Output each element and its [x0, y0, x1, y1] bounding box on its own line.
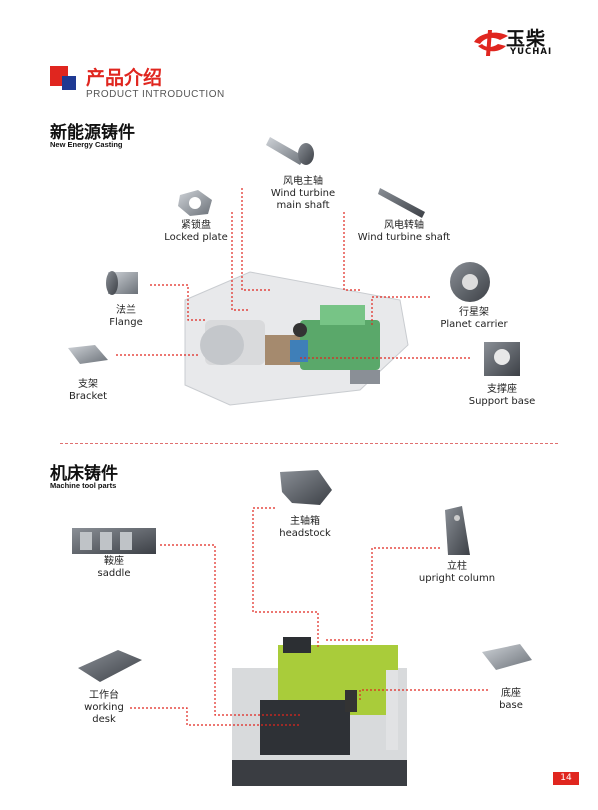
label-locked-plate: 紧锁盘 Locked plate: [156, 220, 236, 244]
label-en: saddle: [97, 568, 131, 579]
energy-section-title-cn: 新能源铸件: [50, 123, 135, 143]
label-en: Wind turbine shaft: [357, 232, 451, 243]
machine-connector-lines: [130, 507, 488, 726]
yuchai-emblem-icon: [474, 30, 508, 56]
label-headstock: 主轴箱 headstock: [270, 516, 340, 540]
machining-center-image: [232, 637, 407, 786]
bracket-image: [68, 345, 108, 364]
label-en: Locked plate: [164, 232, 228, 243]
label-cn: 支架: [78, 379, 98, 390]
support-base-image: [484, 342, 520, 376]
yuchai-logo: 玉柴 YUCHAI: [470, 22, 580, 62]
planet-carrier-image: [450, 262, 490, 302]
upright-column-image: [445, 506, 470, 555]
working-desk-image: [78, 650, 142, 682]
wind-turbine-nacelle-image: [184, 271, 409, 406]
brand-name-cn: 玉柴: [506, 28, 547, 50]
label-cn: 行星架: [459, 307, 489, 318]
page-number: 14: [553, 772, 579, 785]
label-cn: 鞍座: [104, 556, 124, 567]
label-planet-carrier: 行星架 Planet carrier: [432, 307, 516, 331]
label-en: Wind turbine main shaft: [270, 188, 336, 211]
page-title-cn: 产品介绍: [86, 67, 163, 89]
brand-name-en: YUCHAI: [510, 47, 553, 57]
label-base: 底座 base: [486, 688, 536, 712]
label-en: Bracket: [68, 391, 108, 402]
label-cn: 底座: [501, 688, 521, 699]
label-wind-turbine-shaft: 风电转轴 Wind turbine shaft: [352, 220, 456, 244]
energy-connector-lines: [116, 188, 472, 359]
label-en: headstock: [279, 528, 331, 539]
label-cn: 主轴箱: [290, 516, 320, 527]
label-en: base: [499, 700, 523, 711]
label-bracket: 支架 Bracket: [58, 379, 118, 403]
label-saddle: 鞍座 saddle: [84, 556, 144, 580]
page-title-en: PRODUCT INTRODUCTION: [86, 89, 225, 100]
label-en: Planet carrier: [440, 319, 508, 330]
label-cn: 紧锁盘: [181, 220, 211, 231]
label-upright-column: 立柱 upright column: [414, 561, 500, 585]
label-en: upright column: [418, 573, 496, 584]
label-en: working desk: [84, 702, 124, 725]
locked-plate-image: [178, 190, 212, 216]
label-support-base: 支撑座 Support base: [462, 384, 542, 408]
flange-image: [106, 271, 138, 295]
saddle-image: [72, 528, 156, 554]
label-cn: 法兰: [116, 305, 136, 316]
label-wind-turbine-main-shaft: 风电主轴 Wind turbine main shaft: [258, 176, 348, 212]
label-flange: 法兰 Flange: [96, 305, 156, 329]
wind-turbine-shaft-image: [378, 188, 425, 218]
label-cn: 立柱: [447, 561, 467, 572]
title-square-blue: [62, 76, 76, 90]
wind-turbine-main-shaft-image: [266, 137, 314, 165]
machine-section-title-cn: 机床铸件: [50, 464, 118, 484]
machine-section-title-en: Machine tool parts: [50, 481, 117, 490]
label-cn: 支撑座: [487, 384, 517, 395]
label-cn: 工作台: [89, 690, 119, 701]
base-image: [482, 644, 532, 670]
label-en: Support base: [468, 396, 536, 407]
label-working-desk: 工作台 working desk: [74, 690, 134, 726]
label-cn: 风电主轴: [283, 176, 323, 187]
headstock-image: [280, 470, 332, 505]
label-cn: 风电转轴: [384, 220, 424, 231]
label-en: Flange: [109, 317, 143, 328]
section-divider: [60, 443, 558, 444]
energy-section-title-en: New Energy Casting: [50, 140, 123, 149]
